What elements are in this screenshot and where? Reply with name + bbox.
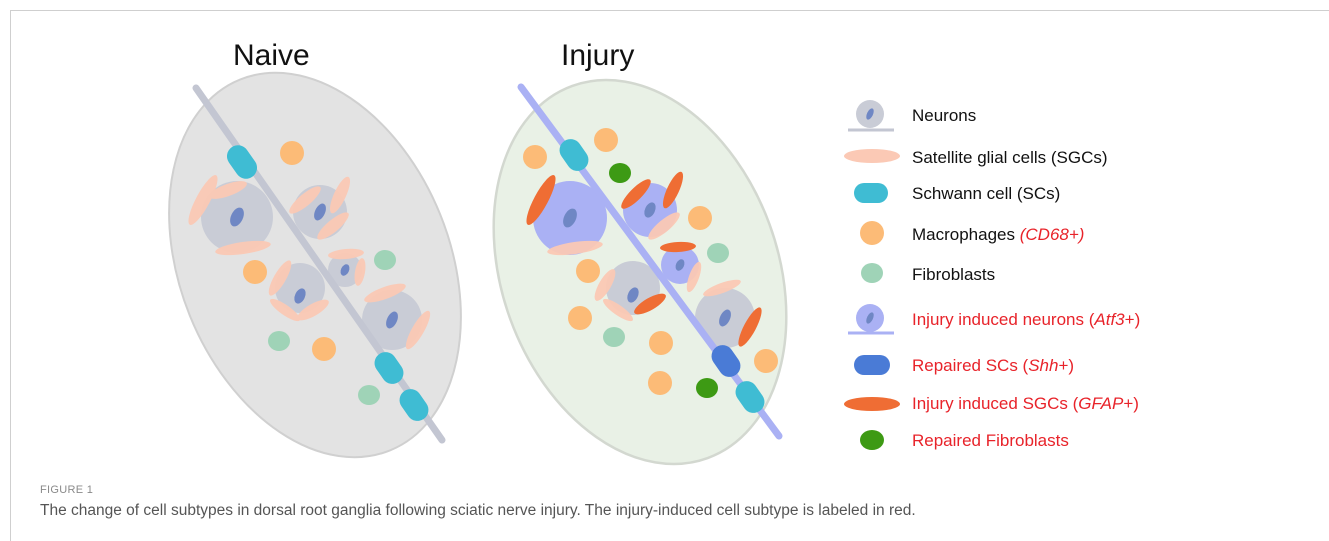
injury-ganglion <box>443 39 838 480</box>
injury-macrophage <box>754 349 778 373</box>
injury-fibroblast <box>603 327 625 347</box>
legend-label-macrophages: Macrophages (CD68+) <box>912 225 1084 244</box>
legend-sgc-icon <box>844 149 900 163</box>
legend-label-fibroblasts: Fibroblasts <box>912 265 995 284</box>
legend-label-repaired-fibroblasts: Repaired Fibroblasts <box>912 431 1069 450</box>
injury-macrophage <box>568 306 592 330</box>
legend-label-sgc: Satellite glial cells (SGCs) <box>912 148 1108 167</box>
naive-fibroblast <box>374 250 396 270</box>
figure-label: FIGURE 1 <box>40 484 93 496</box>
legend-label-injured-neurons: Injury induced neurons (Atf3+) <box>912 310 1140 329</box>
injury-macrophage <box>594 128 618 152</box>
legend-label-part: Fibroblasts <box>912 265 995 284</box>
legend-macrophage-icon <box>860 221 884 245</box>
legend-label-part: +) <box>1125 310 1141 329</box>
legend-fibroblast-icon <box>861 263 883 283</box>
legend-label-schwann: Schwann cell (SCs) <box>912 184 1060 203</box>
legend: Neurons Satellite glial cells (SGCs) Sch… <box>844 100 1140 450</box>
legend-label-injured-sgc: Injury induced SGCs (GFAP+) <box>912 394 1139 413</box>
injury-fibroblast <box>707 243 729 263</box>
legend-label-part: GFAP <box>1078 394 1124 413</box>
injury-macrophage <box>649 331 673 355</box>
legend-label-repaired-sc: Repaired SCs (Shh+) <box>912 356 1074 375</box>
legend-repaired-fibroblast-icon <box>860 430 884 450</box>
legend-label-part: Repaired Fibroblasts <box>912 431 1069 450</box>
injury-macrophage <box>523 145 547 169</box>
injury-macrophage <box>576 259 600 283</box>
injury-macrophage <box>648 371 672 395</box>
legend-label-part: (CD68+) <box>1020 225 1085 244</box>
legend-label-part: Injury induced SGCs ( <box>912 394 1079 413</box>
legend-injured-neuron-icon <box>848 304 894 333</box>
legend-repaired-sc-icon <box>854 355 890 375</box>
legend-neuron-icon <box>848 100 894 130</box>
legend-label-part: Repaired SCs ( <box>912 356 1029 375</box>
legend-label-part: Schwann cell (SCs) <box>912 184 1060 203</box>
legend-label-part: Neurons <box>912 106 976 125</box>
legend-label-part: Macrophages <box>912 225 1020 244</box>
repaired-fibroblast <box>696 378 718 398</box>
repaired-fibroblast <box>609 163 631 183</box>
legend-label-part: Injury induced neurons ( <box>912 310 1095 329</box>
figure-diagram: Naive <box>0 0 1329 480</box>
legend-label-part: Atf3 <box>1093 310 1125 329</box>
naive-panel: Naive <box>115 29 515 480</box>
legend-label-part: Shh <box>1028 356 1058 375</box>
naive-macrophage <box>312 337 336 361</box>
naive-fibroblast <box>358 385 380 405</box>
figure-caption: The change of cell subtypes in dorsal ro… <box>40 502 916 520</box>
legend-label-neurons: Neurons <box>912 106 976 125</box>
legend-injured-sgc-icon <box>844 397 900 411</box>
injury-macrophage <box>688 206 712 230</box>
legend-label-part: Satellite glial cells (SGCs) <box>912 148 1108 167</box>
legend-schwann-icon <box>854 183 888 203</box>
naive-fibroblast <box>268 331 290 351</box>
injury-panel: Injury <box>443 39 838 480</box>
injury-title: Injury <box>561 39 634 72</box>
legend-label-part: +) <box>1058 356 1074 375</box>
naive-macrophage <box>243 260 267 284</box>
legend-label-part: +) <box>1123 394 1139 413</box>
naive-title: Naive <box>233 39 310 72</box>
naive-macrophage <box>280 141 304 165</box>
